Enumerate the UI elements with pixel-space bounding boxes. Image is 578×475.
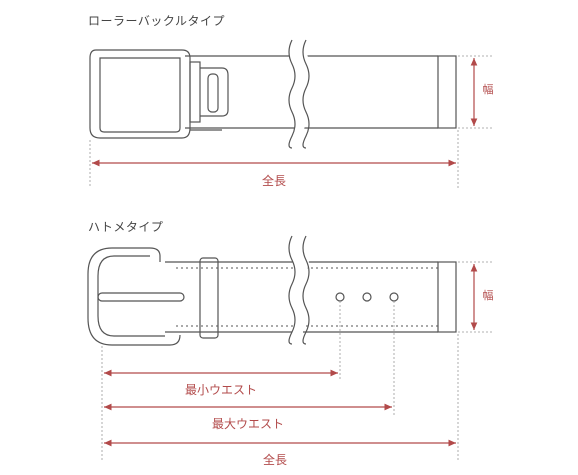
buckle-outer: [87, 247, 181, 346]
eyelet-belt: [87, 247, 457, 346]
eyelet-hole: [362, 292, 372, 302]
max-waist-label: 最大ウエスト: [211, 417, 285, 431]
break-mark-1: [288, 39, 310, 149]
strap-tip: [437, 55, 457, 129]
strap-tip-2: [437, 261, 457, 333]
eyelet-hole: [335, 292, 345, 302]
buckle-frame: [200, 67, 229, 117]
buckle-slot: [207, 73, 219, 113]
strap-edge: [185, 55, 300, 129]
total-length-dimension-1: [89, 130, 459, 188]
buckle-prong: [97, 292, 185, 302]
total-length-label-1: 全長: [258, 172, 290, 189]
section-title-roller-buckle: ローラーバックルタイプ: [88, 14, 226, 28]
buckle-plate: [89, 49, 191, 139]
width-label-2: 幅: [482, 289, 494, 302]
total-length-label-2: 全長: [262, 453, 288, 467]
guide-lines-2: [101, 301, 459, 460]
buckle-roller: [189, 61, 201, 123]
eyelet-hole: [389, 292, 399, 302]
width-label-1: 幅: [482, 83, 494, 96]
belt-loop: [199, 257, 219, 339]
section-title-eyelet: ハトメタイプ: [88, 220, 164, 234]
width-dimension-2: [458, 261, 492, 333]
break-mark-2: [288, 235, 310, 345]
roller-buckle-belt: [89, 49, 457, 139]
min-waist-label: 最小ウエスト: [184, 383, 258, 397]
width-dimension-1: [458, 55, 492, 129]
